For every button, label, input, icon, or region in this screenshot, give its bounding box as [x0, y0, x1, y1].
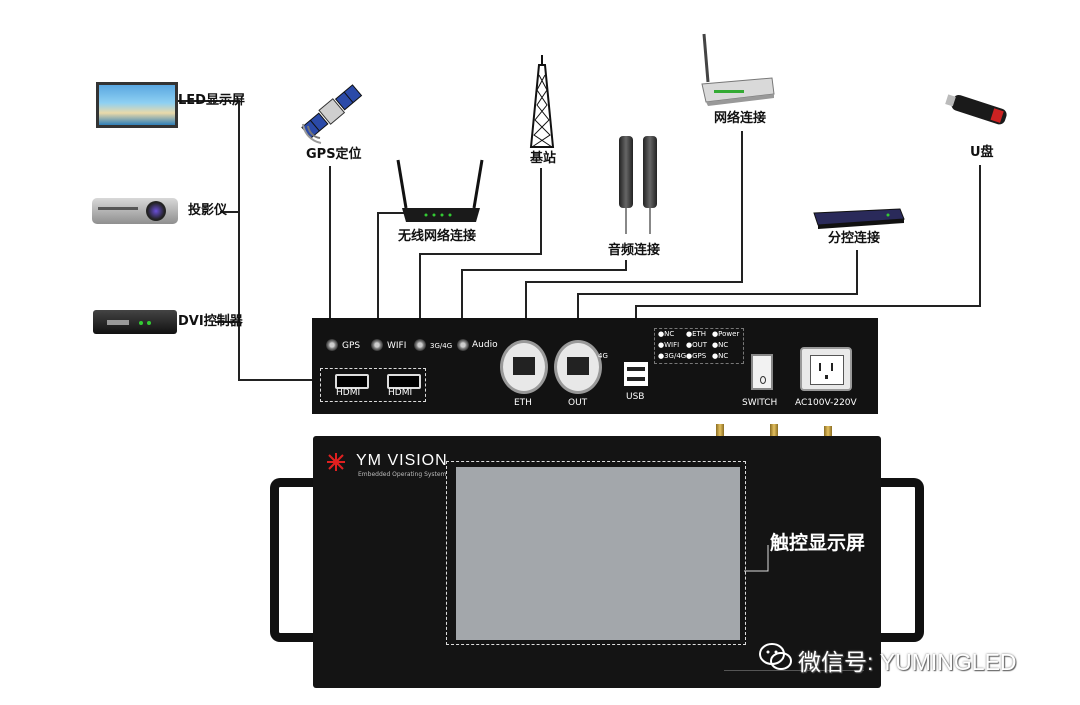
indicator-box: [654, 328, 744, 364]
speaker-right-icon: [643, 136, 657, 208]
out-port-label: OUT: [568, 398, 588, 408]
led-screen-icon: [96, 82, 178, 128]
sub-control-label: 分控连接: [828, 231, 881, 246]
gps-antenna-port[interactable]: [326, 339, 338, 351]
hdmi-port-1[interactable]: [335, 374, 369, 389]
indicator-3-3: ●NC: [712, 352, 729, 360]
projector-icon: [92, 198, 178, 224]
indicator-1-2: ●ETH: [686, 330, 707, 338]
led-screen-label: LED显示屏: [178, 93, 245, 108]
indicator-2-3: ●NC: [712, 341, 729, 349]
g34-antenna-port[interactable]: [414, 339, 426, 351]
hdmi-1-label: HDMI: [336, 388, 361, 398]
touch-screen[interactable]: [456, 467, 740, 640]
watermark-text: 微信号: YUMINGLED: [798, 649, 1017, 675]
dvi-controller-icon: [93, 310, 177, 334]
touch-callout-line: [744, 545, 769, 572]
usb-flash-drive-icon: [945, 94, 1007, 125]
udisk-label: U盘: [970, 145, 994, 160]
wireless-router-icon: [396, 159, 484, 222]
audio-port[interactable]: [457, 339, 469, 351]
wifi-antenna-port[interactable]: [371, 339, 383, 351]
base-station-tower-icon: [529, 55, 555, 148]
4g-port-label: 4G: [598, 352, 608, 360]
left-handle: [270, 478, 314, 642]
antenna-connector-1: [716, 424, 724, 438]
network-router-icon: [701, 33, 775, 106]
eth-port-label: ETH: [514, 398, 532, 408]
indicator-3-2: ●GPS: [686, 352, 707, 360]
usb-port-label: USB: [626, 392, 645, 402]
gps-satellite-icon: [301, 84, 363, 144]
right-handle: [880, 478, 924, 642]
speaker-stand-right: [649, 208, 651, 234]
wechat-icon: [759, 643, 792, 670]
projector-label: 投影仪: [188, 203, 228, 218]
indicator-1-3: ●Power: [712, 330, 740, 338]
g34-port-label: 3G/4G: [430, 342, 453, 350]
antenna-connector-3: [824, 426, 832, 438]
indicator-2-2: ●OUT: [686, 341, 708, 349]
base-station-label: 基站: [530, 151, 557, 166]
brand-tagline: Embedded Operating System: [358, 471, 447, 478]
indicator-1-1: ●NC: [658, 330, 675, 338]
usb-port[interactable]: [624, 362, 648, 386]
gps-label: GPS定位: [306, 147, 362, 162]
hdmi-group-outline: [320, 368, 426, 402]
front-bottom-strip: [724, 670, 864, 671]
out-port[interactable]: [554, 340, 602, 394]
hdmi-2-label: HDMI: [388, 388, 413, 398]
indicator-2-1: ●WIFI: [658, 341, 680, 349]
audio-port-label: Audio: [472, 340, 498, 350]
dvi-controller-label: DVI控制器: [178, 314, 243, 329]
speaker-stand-left: [625, 208, 627, 234]
switch-label: SWITCH: [742, 398, 778, 408]
network-label: 网络连接: [714, 111, 767, 126]
power-switch[interactable]: [751, 354, 773, 390]
eth-port[interactable]: [500, 340, 548, 394]
power-label: AC100V-220V: [795, 398, 857, 408]
touch-screen-outline: [446, 461, 746, 645]
antenna-connector-2: [770, 424, 778, 438]
hdmi-port-2[interactable]: [387, 374, 421, 389]
indicator-3-1: ●3G/4G: [658, 352, 687, 360]
ac-power-socket[interactable]: [800, 347, 852, 391]
brand-name: YM VISION: [356, 452, 448, 469]
brand-logo-icon: [327, 453, 345, 471]
audio-label: 音频连接: [608, 243, 661, 258]
gps-port-label: GPS: [342, 341, 361, 351]
wifi-port-label: WIFI: [387, 341, 407, 351]
touch-screen-label: 触控显示屏: [770, 532, 866, 554]
sub-control-icon: [813, 208, 905, 229]
speaker-left-icon: [619, 136, 633, 208]
wireless-label: 无线网络连接: [398, 229, 477, 244]
